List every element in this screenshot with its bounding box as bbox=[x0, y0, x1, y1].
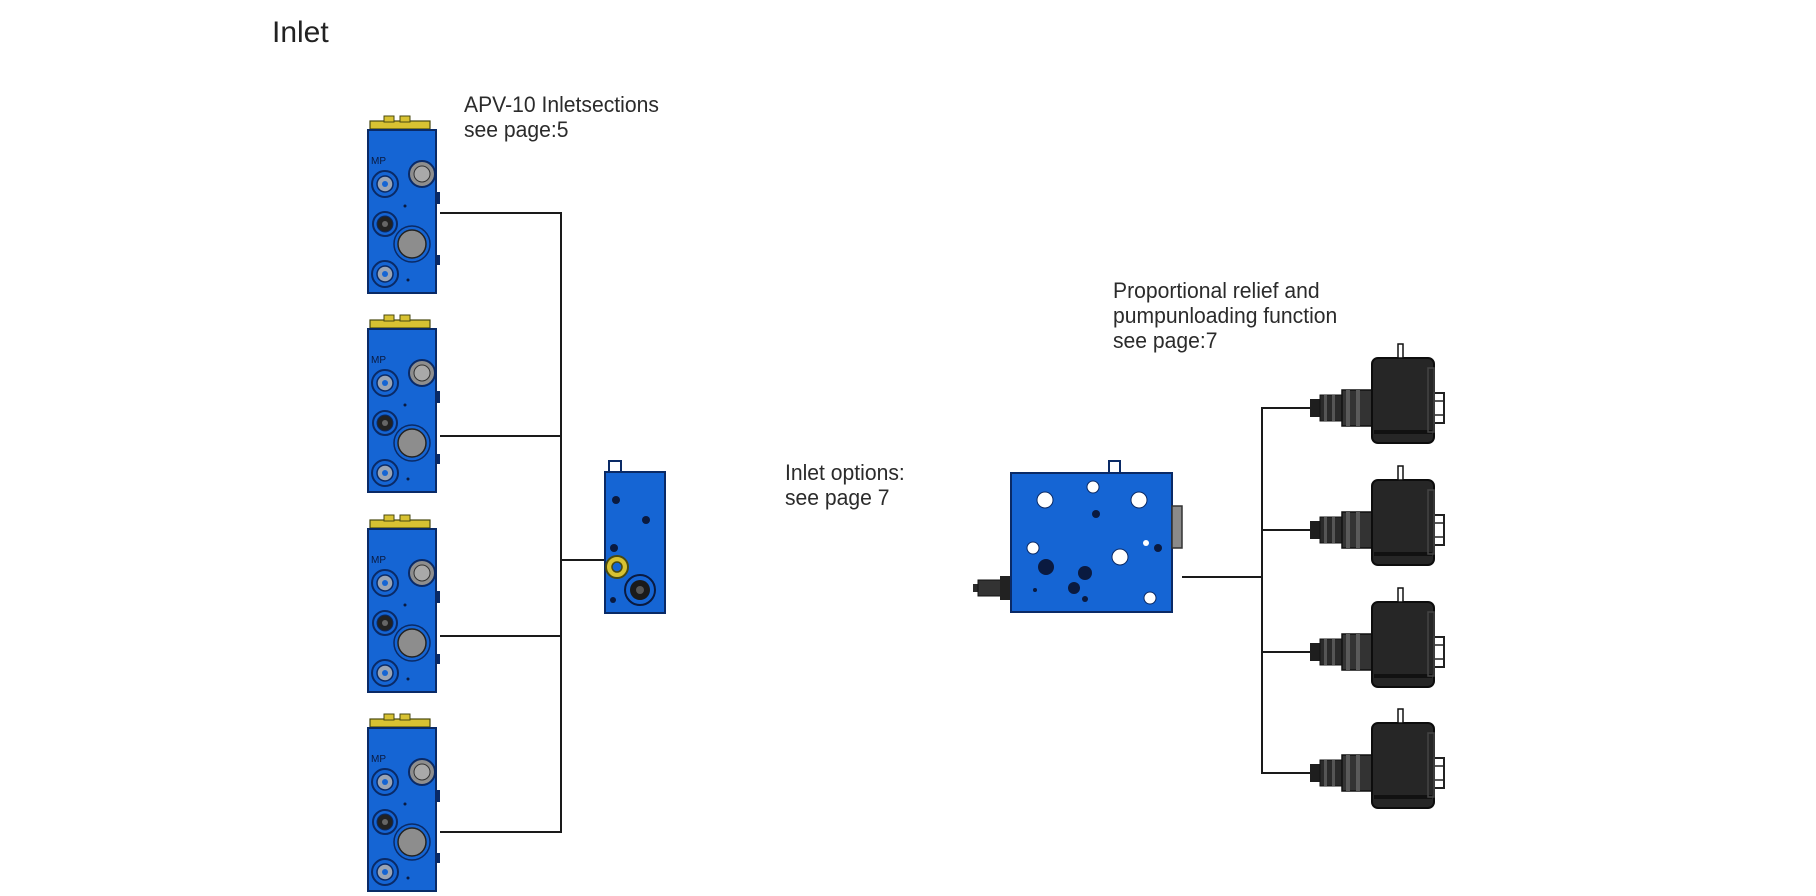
inlet-section-4 bbox=[367, 713, 441, 892]
callout-inlet-options-line2: see page 7 bbox=[785, 485, 890, 510]
page-title: Inlet bbox=[272, 16, 329, 49]
solenoid-coil-1 bbox=[1309, 343, 1445, 444]
inlet-section-2 bbox=[367, 314, 441, 493]
solenoid-coil-3 bbox=[1309, 587, 1445, 688]
solenoid-coil-2 bbox=[1309, 465, 1445, 566]
inlet-section-1 bbox=[367, 115, 441, 294]
inlet-option-block bbox=[604, 460, 666, 614]
proportional-relief-block bbox=[973, 460, 1183, 613]
inlet-section-connectors bbox=[440, 212, 605, 833]
callout-proportional-line2: pumpunloading function bbox=[1113, 303, 1338, 328]
callout-proportional: Proportional relief and pumpunloading fu… bbox=[1113, 278, 1337, 353]
callout-proportional-line3: see page:7 bbox=[1113, 328, 1218, 353]
callout-inletsections-line1: APV-10 Inletsections bbox=[464, 92, 659, 117]
solenoid-coil-4 bbox=[1309, 708, 1445, 809]
solenoid-connectors bbox=[1182, 407, 1310, 774]
inlet-section-3 bbox=[367, 514, 441, 693]
callout-proportional-line1: Proportional relief and bbox=[1113, 278, 1320, 303]
callout-inlet-options: Inlet options: see page 7 bbox=[785, 460, 905, 510]
callout-inletsections: APV-10 Inletsections see page:5 bbox=[464, 92, 659, 142]
callout-inletsections-line2: see page:5 bbox=[464, 117, 569, 142]
callout-inlet-options-line1: Inlet options: bbox=[785, 460, 905, 485]
